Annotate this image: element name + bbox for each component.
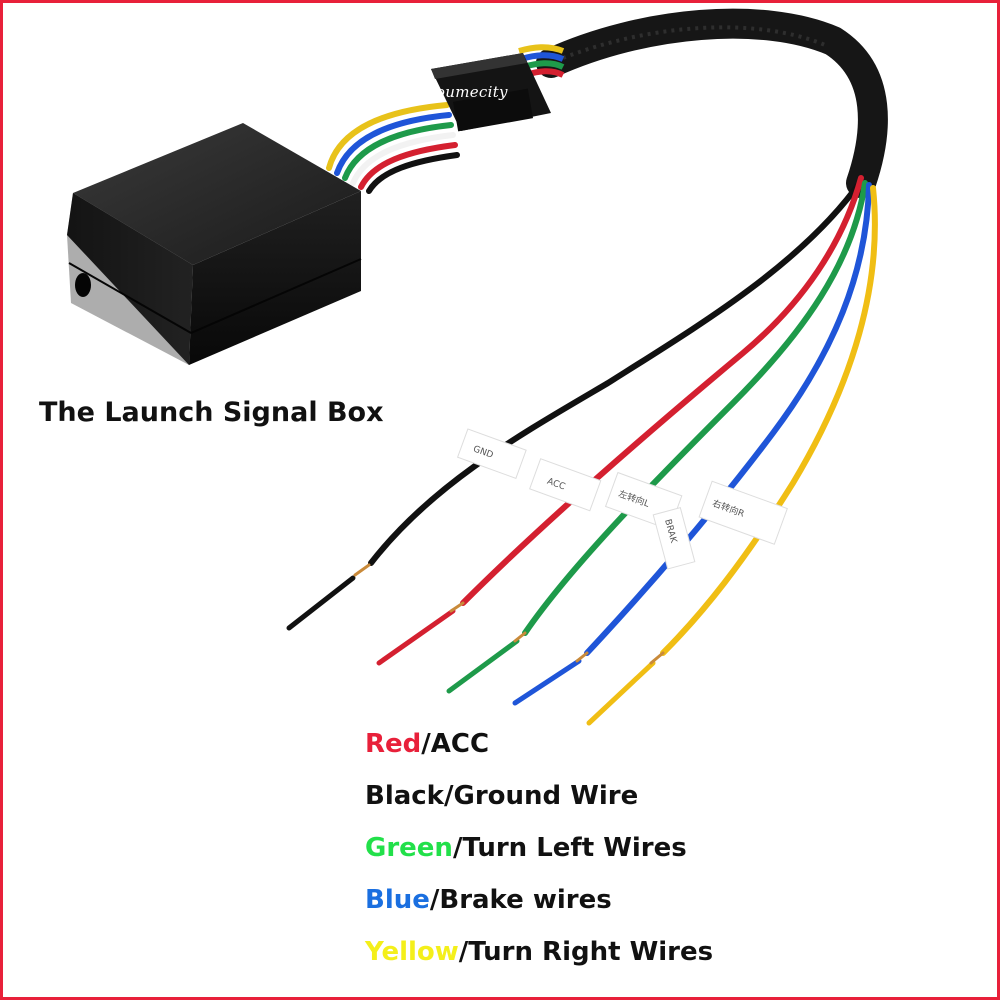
legend-function: Ground Wire bbox=[453, 781, 639, 811]
legend-row-blue: Blue/Brake wires bbox=[365, 881, 985, 933]
wire-yellow bbox=[586, 185, 878, 726]
legend-separator: / bbox=[421, 729, 431, 759]
legend-row-green: Green/Turn Left Wires bbox=[365, 829, 985, 881]
box-button-icon bbox=[75, 273, 91, 297]
legend-function: Turn Left Wires bbox=[462, 833, 687, 863]
wire-black bbox=[286, 178, 864, 631]
wire-tag-brake: BRAK bbox=[652, 506, 696, 570]
wire-tag-gnd: GND bbox=[456, 428, 527, 480]
legend-color-word: Green bbox=[365, 833, 453, 863]
signal-box bbox=[67, 123, 362, 365]
legend-color-word: Yellow bbox=[365, 937, 459, 967]
wire-red bbox=[376, 175, 864, 666]
copper-ends bbox=[353, 563, 665, 665]
legend-color-word: Red bbox=[365, 729, 422, 759]
legend-separator: / bbox=[458, 937, 469, 967]
wire-tag-acc: ACC bbox=[529, 458, 602, 512]
wire-color-legend: Red/ACC Black/Ground Wire Green/Turn Lef… bbox=[365, 725, 985, 985]
wire-green bbox=[446, 180, 868, 694]
legend-separator: / bbox=[443, 781, 454, 811]
legend-separator: / bbox=[429, 885, 440, 915]
wire-tag-right: 右转向R bbox=[698, 480, 788, 545]
legend-function: Turn Right Wires bbox=[468, 937, 714, 967]
legend-row-red: Red/ACC bbox=[365, 725, 985, 777]
harness-connector bbox=[431, 53, 551, 132]
short-wire-bundle bbox=[326, 102, 460, 194]
braided-loom bbox=[536, 8, 888, 198]
legend-function: Brake wires bbox=[439, 885, 612, 915]
legend-color-word: Black bbox=[365, 781, 444, 811]
legend-color-word: Blue bbox=[365, 885, 430, 915]
legend-separator: / bbox=[452, 833, 463, 863]
wiring-harness-photo: GND ACC 左转向L BRAK 右转向R bbox=[67, 8, 888, 726]
watermark: Youmecity bbox=[427, 83, 508, 101]
wire-blue bbox=[512, 182, 872, 706]
legend-row-yellow: Yellow/Turn Right Wires bbox=[365, 933, 985, 985]
legend-row-black: Black/Ground Wire bbox=[365, 777, 985, 829]
legend-function: ACC bbox=[430, 729, 490, 759]
signal-box-label: The Launch Signal Box bbox=[39, 397, 384, 428]
